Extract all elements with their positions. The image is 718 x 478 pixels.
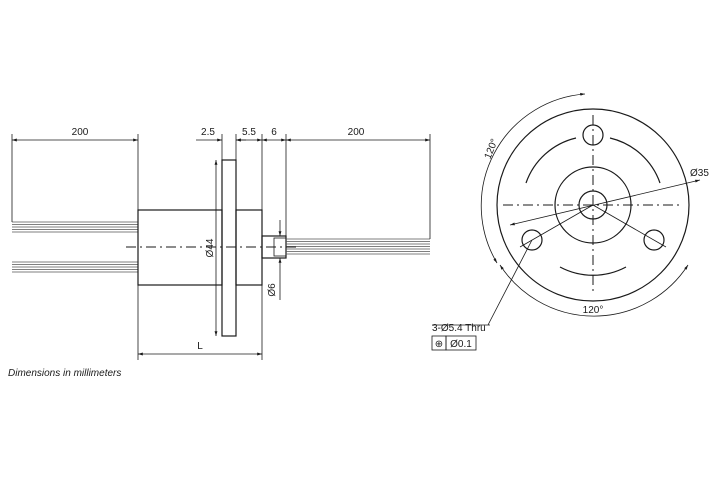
dim-right-wire: 200 [348,127,365,138]
units-note: Dimensions in millimeters [8,368,121,379]
dim-flange-dia: Ø44 [205,238,216,257]
dim-flange: 2.5 [201,127,215,138]
bolt-circle-arc-top-right [609,137,661,184]
hole-callout: 3-Ø5.4 Thru [432,323,486,334]
dim-left-wire: 200 [72,127,89,138]
dim-shaft: 6 [271,127,277,138]
tolerance-frame: ⊕ Ø0.1 [431,335,477,351]
angle-arc-top-left [480,92,586,264]
left-wire-bundle-lower [12,261,138,273]
bolt-circle-arc-bottom [559,266,627,276]
dia-outer-leader [509,179,701,226]
hole-callout-leader [487,239,533,326]
angle-bottom: 120° [583,305,604,316]
tolerance-symbol: ⊕ [435,339,443,350]
dim-shaft-dia: Ø6 [267,283,278,297]
tolerance-value: Ø0.1 [450,339,472,350]
angle-top-left: 120° [483,137,501,160]
end-view: Ø35 120° 120° 3-Ø5.4 Thru ⊕ Ø0.1 [431,92,709,351]
dim-body-right: 5.5 [242,127,256,138]
mounting-flange [221,159,237,337]
dim-length: L [197,341,203,352]
left-wire-bundle-upper [12,221,138,233]
angle-arc-bottom [499,264,689,317]
right-wire-bundle [286,238,430,255]
side-view: 200 2.5 5.5 6 200 Ø44 Ø6 L [11,127,431,360]
dia-outer: Ø35 [690,168,709,179]
mounting-hole-right [643,229,665,251]
